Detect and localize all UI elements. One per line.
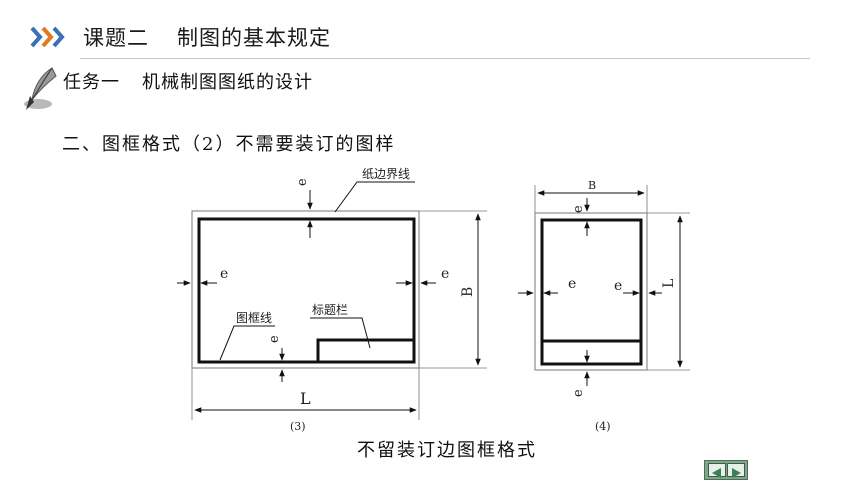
- slide-nav: [704, 460, 748, 480]
- section-subheading: 二、图框格式（2）不需要装订的图样: [62, 134, 396, 155]
- fig4-frame: [540, 218, 643, 366]
- header-title: 课题二 制图的基本规定: [83, 22, 331, 52]
- fig3-frame-line-label: 图框线: [236, 311, 272, 325]
- fig4-dim-B: B: [588, 179, 596, 192]
- figure-3-landscape: e 纸边界线 e e B 图框线 标题栏 e L (3): [177, 167, 487, 433]
- task-number: 任务一: [63, 72, 120, 93]
- figure-4-portrait: B e e e L e (4): [518, 179, 690, 433]
- fig3-title-block-label: 标题栏: [312, 302, 348, 317]
- chevron-arrows-icon: [30, 26, 65, 48]
- fig4-left-e: e: [568, 276, 576, 292]
- fig3-number: (3): [290, 420, 306, 433]
- fig3-dim-L: L: [300, 389, 311, 408]
- fig4-bottom-e: e: [571, 389, 586, 397]
- next-slide-button[interactable]: [727, 463, 745, 478]
- task-line: 任务一 机械制图图纸的设计: [63, 68, 313, 94]
- fig4-top-e: e: [571, 205, 586, 213]
- fig3-paper-edge: [191, 210, 420, 369]
- lesson-number: 课题二: [83, 26, 149, 50]
- prev-arrow-icon: [712, 468, 721, 478]
- quill-pen-icon: [24, 67, 57, 110]
- fig3-bottom-e: e: [267, 335, 282, 343]
- fig3-top-e: e: [295, 178, 310, 186]
- fig4-dim-L: L: [661, 279, 677, 288]
- fig3-right-e: e: [441, 266, 449, 282]
- fig4-paper-edge: [534, 212, 648, 371]
- fig3-frame: [197, 217, 416, 364]
- prev-slide-button[interactable]: [708, 463, 726, 478]
- next-arrow-icon: [732, 468, 741, 478]
- task-name: 机械制图图纸的设计: [142, 72, 313, 93]
- fig4-number: (4): [595, 420, 611, 433]
- fig4-right-e: e: [614, 278, 622, 294]
- fig3-paper-edge-label: 纸边界线: [362, 167, 410, 181]
- figure-caption: 不留装订边图框格式: [357, 440, 537, 461]
- fig3-dim-B: B: [460, 287, 476, 297]
- fig3-title-block: [316, 338, 414, 362]
- fig3-left-e: e: [220, 266, 228, 282]
- lesson-topic: 制图的基本规定: [177, 26, 331, 50]
- header-divider: [80, 58, 810, 59]
